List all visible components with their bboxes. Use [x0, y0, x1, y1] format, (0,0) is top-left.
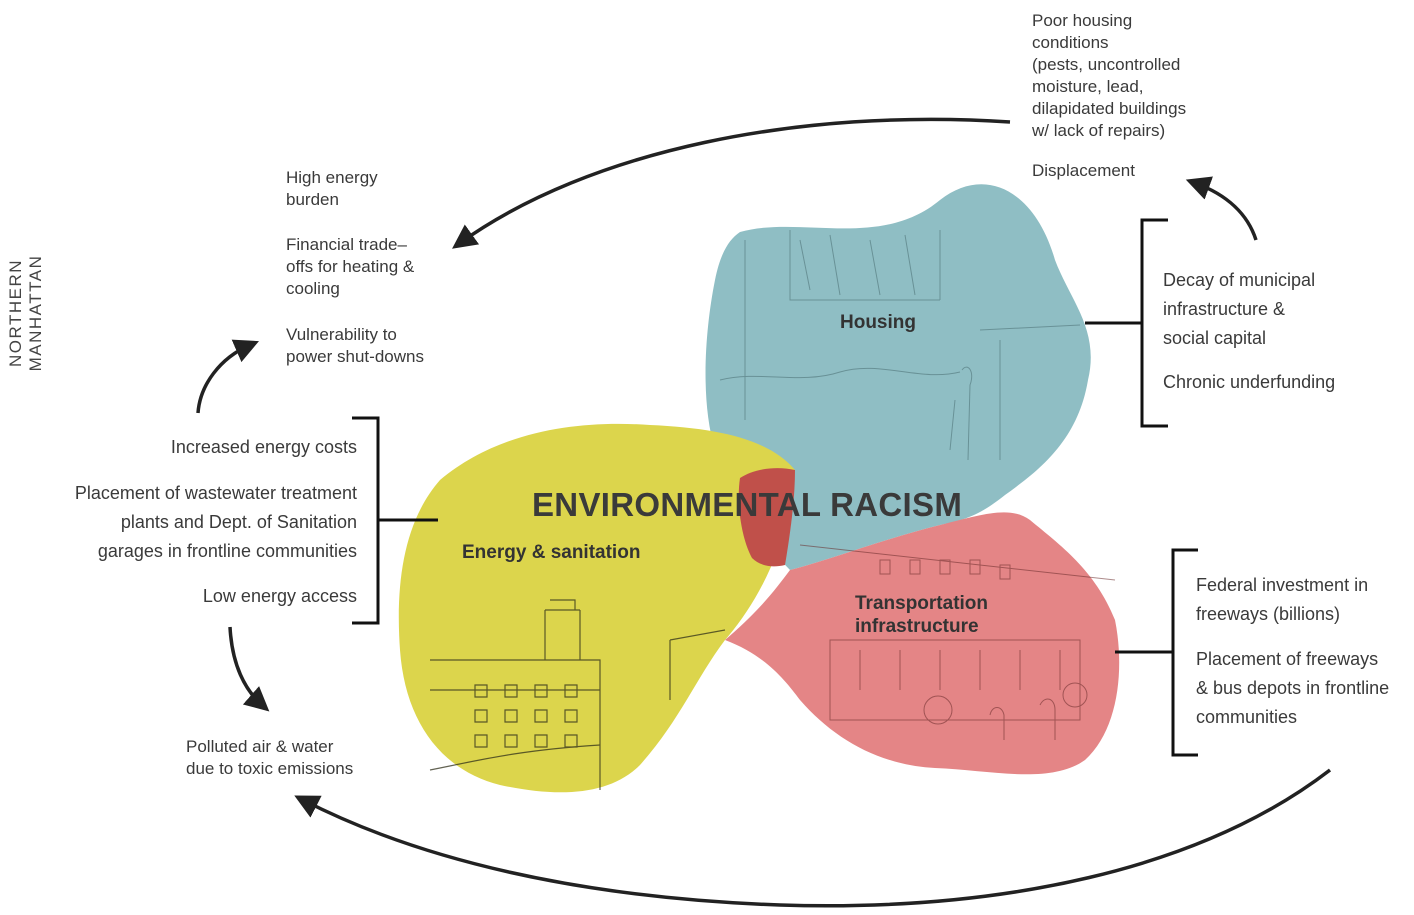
- transport-label: Transportation infrastructure: [855, 592, 988, 638]
- transport-label-line: Transportation: [855, 593, 989, 614]
- transport-bracket: [1115, 548, 1198, 757]
- poor-housing-line: (pests, uncontrolled: [1032, 55, 1181, 74]
- arrow-energy-down: [228, 626, 270, 712]
- energy-blob: [398, 423, 795, 793]
- freeway-placement-line: & bus depots in frontline: [1196, 678, 1390, 698]
- transport-blob: [725, 512, 1120, 775]
- energy-burden-line: High energy: [286, 168, 378, 187]
- center-title: ENVIRONMENTAL RACISM: [532, 486, 963, 523]
- arrow-top-curve: [452, 117, 1011, 249]
- polluted-text: Polluted air & water due to toxic emissi…: [186, 736, 353, 780]
- transport-label-line: infrastructure: [855, 616, 979, 637]
- trade-offs-line: Financial trade–: [286, 235, 407, 254]
- displacement-text: Displacement: [1032, 161, 1135, 180]
- freeway-placement-line: Placement of freeways: [1196, 649, 1379, 669]
- wastewater-line: Placement of wastewater treatment: [74, 483, 357, 503]
- poor-housing-line: moisture, lead,: [1032, 77, 1144, 96]
- federal-investment-line: freeways (billions): [1196, 604, 1341, 624]
- decay-text: Decay of municipal infrastructure & soci…: [1163, 266, 1315, 353]
- polluted-line: Polluted air & water: [186, 737, 334, 756]
- underfunding-text: Chronic underfunding: [1163, 372, 1336, 392]
- shut-downs-line: power shut-downs: [286, 347, 424, 366]
- shut-downs-text: Vulnerability to power shut-downs: [286, 324, 424, 368]
- federal-investment-text: Federal investment in freeways (billions…: [1196, 571, 1368, 629]
- poor-housing-line: conditions: [1032, 33, 1109, 52]
- housing-blob: [705, 184, 1091, 571]
- trade-offs-line: offs for heating &: [286, 257, 415, 276]
- energy-bracket: [352, 416, 438, 625]
- energy-label: Energy & sanitation: [462, 542, 641, 563]
- arrow-displacement: [1185, 176, 1258, 241]
- trade-offs-text: Financial trade– offs for heating & cool…: [286, 234, 414, 300]
- freeway-placement-text: Placement of freeways & bus depots in fr…: [1196, 645, 1389, 732]
- transport-sketch: [799, 544, 1116, 740]
- housing-sketch: [719, 230, 1081, 461]
- energy-burden-line: burden: [286, 190, 339, 209]
- wastewater-text: Placement of wastewater treatment plants…: [75, 479, 357, 566]
- shut-downs-line: Vulnerability to: [286, 325, 397, 344]
- wastewater-line: garages in frontline communities: [97, 541, 357, 561]
- housing-bracket: [1085, 218, 1168, 428]
- housing-label: Housing: [840, 312, 916, 333]
- decay-line: social capital: [1163, 328, 1267, 348]
- freeway-placement-line: communities: [1196, 707, 1298, 727]
- energy-burden-text: High energy burden: [286, 167, 378, 211]
- decay-line: infrastructure &: [1163, 299, 1286, 319]
- energy-access-text: Low energy access: [202, 586, 357, 606]
- overlap-region: [738, 468, 795, 567]
- side-label: NORTHERN MANHATTAN: [6, 254, 45, 372]
- energy-sketch: [429, 599, 726, 790]
- arrow-bottom-curve: [294, 768, 1332, 908]
- arrow-energy-up: [196, 339, 259, 414]
- poor-housing-text: Poor housing conditions (pests, uncontro…: [1032, 10, 1186, 142]
- poor-housing-line: dilapidated buildings: [1032, 99, 1187, 118]
- poor-housing-line: Poor housing: [1032, 11, 1133, 30]
- polluted-line: due to toxic emissions: [186, 759, 354, 778]
- federal-investment-line: Federal investment in: [1196, 575, 1369, 595]
- wastewater-line: plants and Dept. of Sanitation: [120, 512, 357, 532]
- poor-housing-line: w/ lack of repairs): [1032, 121, 1166, 140]
- trade-offs-line: cooling: [286, 279, 340, 298]
- energy-costs-text: Increased energy costs: [170, 437, 357, 457]
- decay-line: Decay of municipal: [1163, 270, 1316, 290]
